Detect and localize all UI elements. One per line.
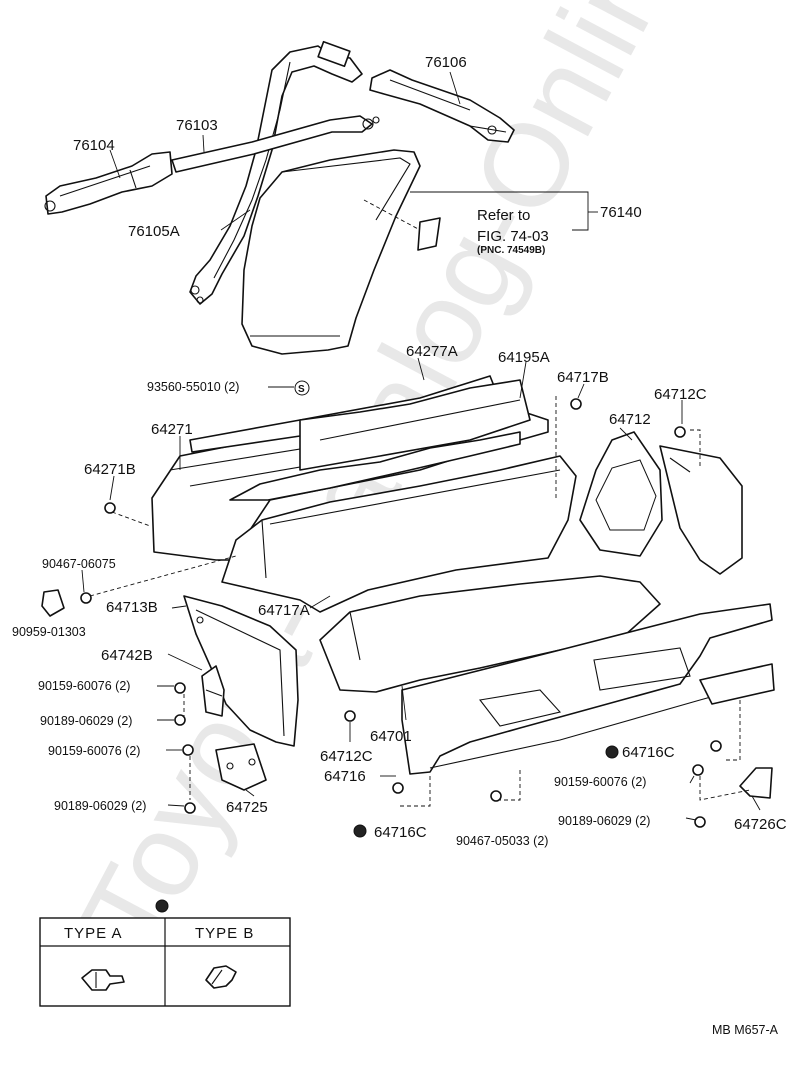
label-refer-line2: FIG. 74-03: [477, 228, 549, 245]
label-76103: 76103: [176, 117, 218, 134]
label-64712C-bottom: 64712C: [320, 748, 373, 765]
label-90959: 90959-01303: [12, 625, 86, 639]
label-refer-line1: Refer to: [477, 207, 530, 224]
diagram-code: MB M657-A: [712, 1023, 779, 1037]
trunk-front-trim-64717A: [221, 455, 577, 613]
label-64717A: 64717A: [258, 602, 310, 619]
label-64195A: 64195A: [498, 349, 550, 366]
label-64717B: 64717B: [557, 369, 609, 386]
label-90159-c: 90159-60076 (2): [554, 775, 646, 789]
clip-type-b-icon: [205, 965, 237, 989]
clip-type-legend: TYPE A TYPE B: [39, 917, 291, 1007]
label-refer-line3: (PNC. 74549B): [477, 245, 545, 256]
label-64712: 64712: [609, 411, 651, 428]
label-76105A: 76105A: [128, 223, 180, 240]
label-76104: 76104: [73, 137, 115, 154]
label-64712C-top: 64712C: [654, 386, 707, 403]
label-90467-05033: 90467-05033 (2): [456, 834, 548, 848]
fasteners: S: [80, 380, 722, 913]
label-64742B: 64742B: [101, 647, 153, 664]
rear-sill-trim-64716: [401, 603, 775, 775]
legend-type-b: TYPE B: [195, 925, 254, 942]
seat-back-76140: [241, 149, 441, 355]
bracket-90959: [41, 589, 65, 617]
label-64716C-left: 64716C: [374, 824, 427, 841]
legend-type-a: TYPE A: [64, 925, 123, 942]
seat-belt-76106: [369, 69, 515, 143]
label-76106: 76106: [425, 54, 467, 71]
label-64701: 64701: [370, 728, 412, 745]
clip-type-a-icon: [81, 969, 125, 991]
label-90189-c: 90189-06029 (2): [558, 814, 650, 828]
bracket-64726C: [739, 767, 773, 799]
seat-belt-strap-76103: [171, 115, 380, 173]
rear-panel-64195A: [299, 379, 531, 471]
label-64726C: 64726C: [734, 816, 787, 833]
label-64716: 64716: [324, 768, 366, 785]
label-76140: 76140: [600, 204, 642, 221]
label-90159-a: 90159-60076 (2): [38, 679, 130, 693]
label-64716C-right: 64716C: [622, 744, 675, 761]
label-64713B: 64713B: [106, 599, 158, 616]
svg-text:S: S: [298, 384, 305, 395]
side-trim-64713B: [183, 595, 299, 747]
label-64725: 64725: [226, 799, 268, 816]
label-90189-a: 90189-06029 (2): [40, 714, 132, 728]
trunk-side-trim-64712: [579, 431, 743, 575]
bracket-64725: [215, 743, 267, 791]
label-64271B: 64271B: [84, 461, 136, 478]
label-93560: 93560-55010 (2): [147, 380, 239, 394]
bracket-64742B: [201, 665, 225, 717]
label-90467-06075: 90467-06075: [42, 557, 116, 571]
leader-lines: [81, 71, 761, 821]
part-labels: 76106 76103 76104 76105A 76140 Refer to …: [12, 54, 787, 848]
label-90189-b: 90189-06029 (2): [54, 799, 146, 813]
seat-belt-retractor-76105A: [189, 40, 363, 305]
label-64277A: 64277A: [406, 343, 458, 360]
seat-belt-buckle-76104: [44, 151, 173, 215]
trunk-mat-64701: [319, 575, 661, 693]
label-90159-b: 90159-60076 (2): [48, 744, 140, 758]
label-64271: 64271: [151, 421, 193, 438]
